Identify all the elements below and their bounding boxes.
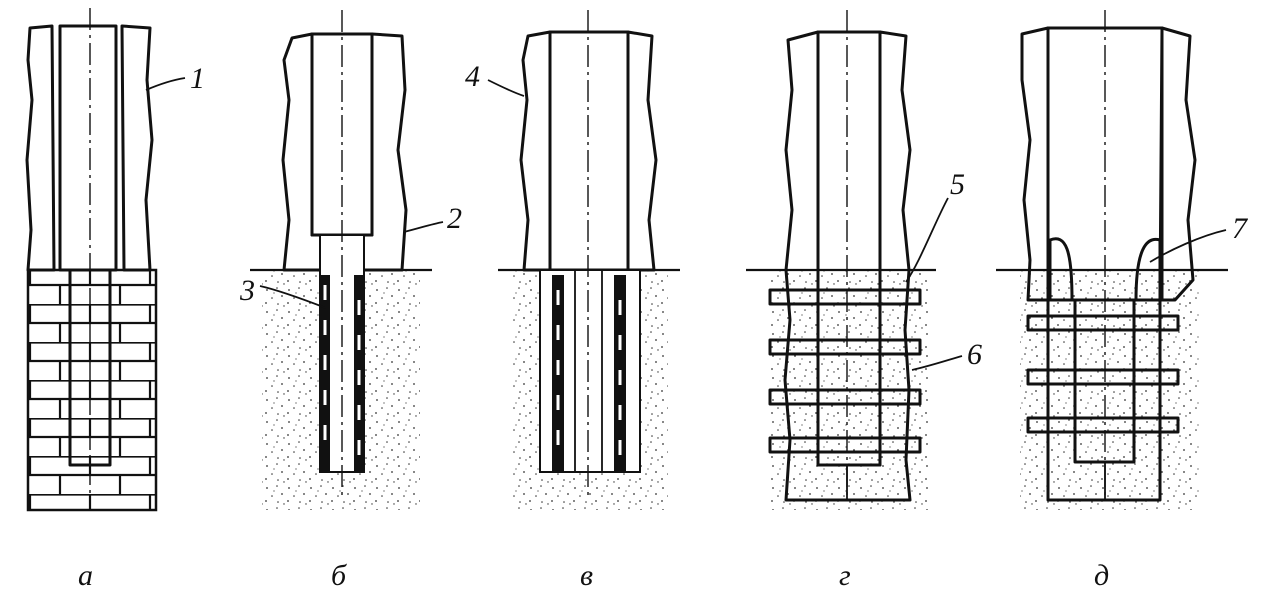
leader-lines bbox=[145, 77, 1227, 371]
panel-captions: а б в г д bbox=[78, 559, 1109, 592]
callout-5: 5 bbox=[950, 168, 965, 201]
chimney-wall-right bbox=[1158, 26, 1197, 302]
flue-pipe bbox=[548, 30, 630, 272]
callout-2: 2 bbox=[447, 202, 462, 235]
chimney-wall-left bbox=[519, 30, 552, 272]
callout-3: 3 bbox=[239, 274, 255, 307]
panel-a bbox=[25, 8, 158, 512]
anchor-ring bbox=[1026, 314, 1180, 332]
callout-labels: 1 2 3 4 5 6 7 bbox=[190, 60, 1249, 371]
soil bbox=[1020, 270, 1200, 510]
chimney-wall-left bbox=[25, 24, 56, 272]
anchor-ring bbox=[768, 436, 922, 454]
anchor-ring bbox=[768, 288, 922, 306]
anchor-ring bbox=[1026, 416, 1180, 434]
callout-7: 7 bbox=[1232, 212, 1249, 245]
callout-4: 4 bbox=[465, 60, 480, 93]
caption-d: д bbox=[1094, 559, 1109, 592]
panel-d bbox=[996, 10, 1228, 510]
chimney-wall-right bbox=[120, 24, 154, 272]
anchor-ring bbox=[768, 388, 922, 406]
chimney-wall-left bbox=[1020, 26, 1050, 302]
caption-a: а bbox=[78, 559, 93, 592]
panel-g bbox=[746, 10, 936, 510]
caption-b: б bbox=[331, 559, 347, 592]
panel-b bbox=[250, 10, 432, 510]
chimney-wall-right bbox=[626, 30, 658, 272]
anchor-ring bbox=[1026, 368, 1180, 386]
flue-pipe bbox=[816, 30, 882, 467]
brick-foundation bbox=[26, 268, 158, 512]
panel-v bbox=[498, 10, 680, 510]
callout-6: 6 bbox=[967, 338, 982, 371]
pipe-wall-left bbox=[320, 275, 330, 472]
caption-v: в bbox=[580, 559, 593, 592]
collar-right bbox=[1134, 237, 1162, 302]
caption-g: г bbox=[839, 559, 851, 592]
anchor-ring bbox=[768, 338, 922, 356]
callout-1: 1 bbox=[190, 62, 205, 95]
flue-pipe bbox=[58, 24, 118, 272]
